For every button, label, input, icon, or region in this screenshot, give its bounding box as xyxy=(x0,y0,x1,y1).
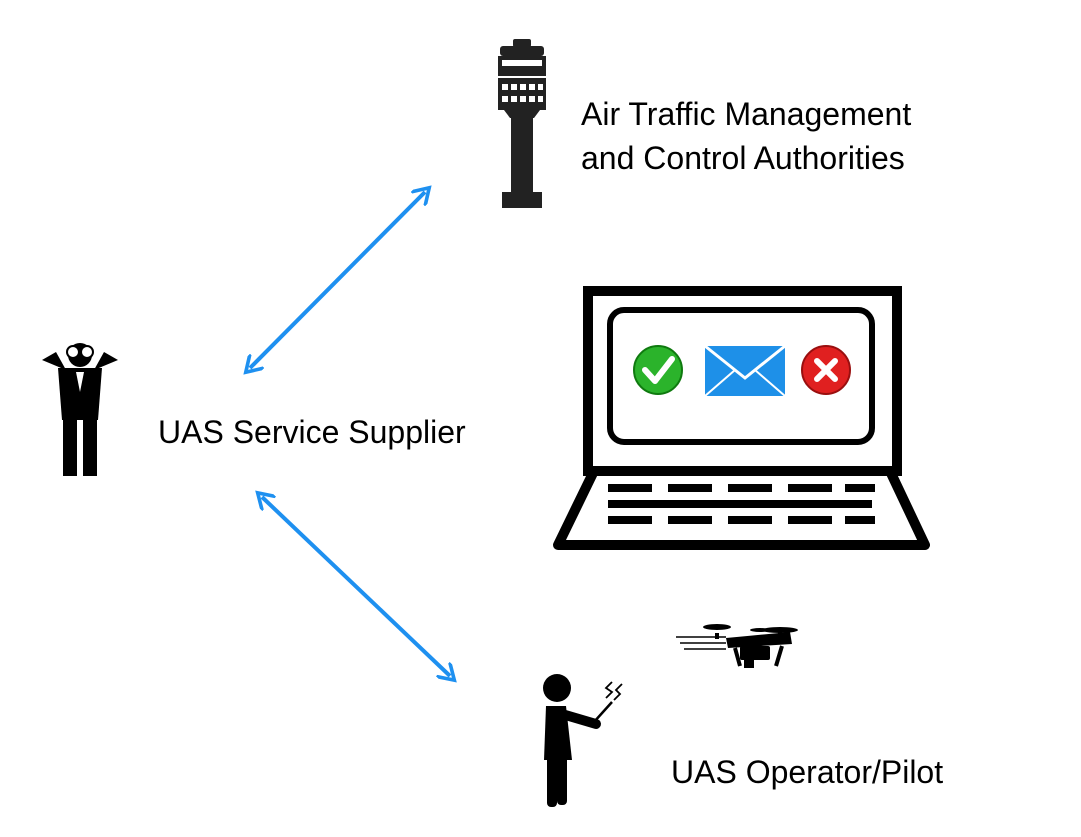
keyboard-keys xyxy=(608,484,875,524)
control-tower-icon xyxy=(498,39,546,208)
arrow-supplier-operator xyxy=(262,497,450,676)
envelope-icon xyxy=(704,344,786,397)
atm-label-line2: and Control Authorities xyxy=(581,140,905,176)
person-binoculars-icon xyxy=(42,343,118,476)
operator-label: UAS Operator/Pilot xyxy=(671,754,944,790)
drone-icon xyxy=(676,624,798,668)
arrow-supplier-atm xyxy=(250,192,425,368)
atm-label: Air Traffic Management and Control Autho… xyxy=(581,92,911,180)
x-icon xyxy=(801,345,851,395)
atm-label-line1: Air Traffic Management xyxy=(581,96,912,132)
laptop-icon xyxy=(553,286,930,550)
check-icon xyxy=(633,345,683,395)
service-supplier-label: UAS Service Supplier xyxy=(158,414,466,450)
pilot-icon xyxy=(543,674,623,807)
